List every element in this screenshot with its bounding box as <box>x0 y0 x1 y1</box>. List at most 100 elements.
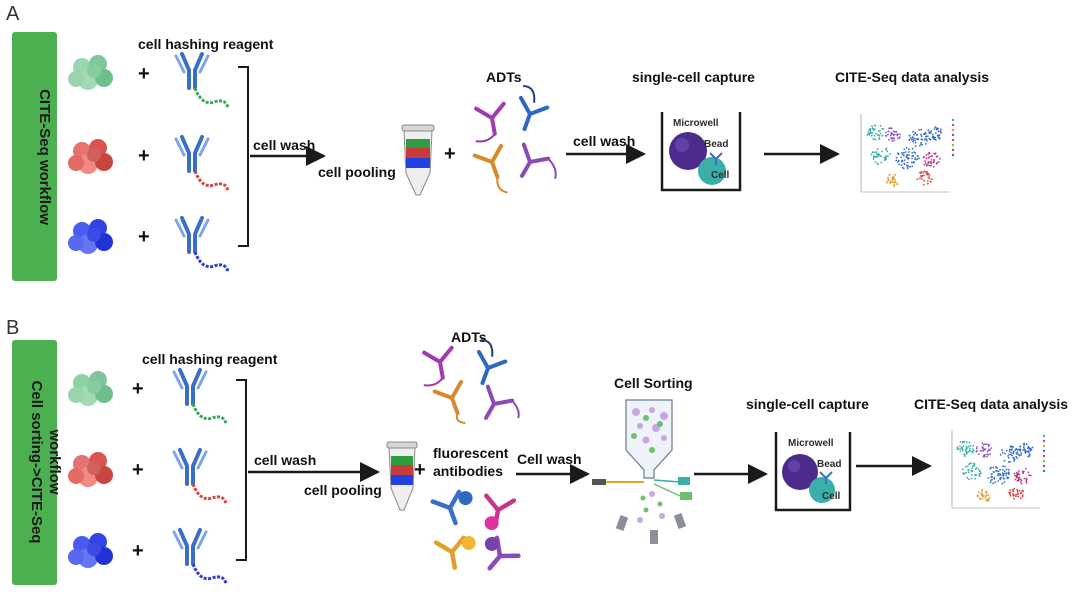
scatter-dot <box>879 124 882 127</box>
scatter-dot <box>980 472 982 475</box>
scatter-dot <box>895 130 898 133</box>
scatter-dot <box>925 154 928 156</box>
scatter-dot <box>986 450 989 453</box>
scatter-dot <box>921 174 923 177</box>
scatter-dot <box>919 177 921 180</box>
scatter-dot <box>1007 468 1010 471</box>
scatter-dot <box>887 133 889 136</box>
scatter-dot <box>921 143 924 146</box>
scatter-dot <box>892 133 894 136</box>
scatter-dot <box>1010 448 1013 451</box>
scatter-dot <box>961 448 964 451</box>
scatter-dot <box>923 155 925 158</box>
scatter-dot <box>896 133 899 136</box>
scatter-dot <box>961 446 963 449</box>
scatter-dot <box>912 139 915 141</box>
scatter-dot <box>1003 477 1005 480</box>
scatter-dot <box>871 151 874 154</box>
scatter-dot <box>1001 451 1004 454</box>
hashing-antibody-red-a <box>174 135 230 192</box>
scatter-dot <box>990 466 993 469</box>
panel-a-cell-pooling: cell pooling <box>318 164 396 180</box>
scatter-dot <box>913 133 915 136</box>
scatter-dot <box>976 446 978 448</box>
blue-cell-cluster-a <box>68 219 113 254</box>
scatter-dot <box>892 175 895 178</box>
scatter-dot <box>900 156 903 159</box>
panel-a-bracket <box>238 66 249 247</box>
scatter-dot <box>887 130 890 133</box>
scatter-dot <box>997 474 999 477</box>
scatter-dot <box>987 494 990 496</box>
scatter-dot <box>968 450 970 452</box>
legend-swatch <box>1042 469 1046 473</box>
scatter-dot <box>1025 481 1028 484</box>
hashing-antibody-red-b <box>172 448 228 505</box>
scatter-dot <box>923 179 926 182</box>
scatter-dot <box>973 463 976 466</box>
scatter-dot <box>991 478 993 481</box>
scatter-dot <box>925 135 927 138</box>
scatter-dot <box>1001 472 1004 475</box>
scatter-dot <box>887 155 889 157</box>
adt-cluster-a <box>472 84 557 194</box>
scatter-dot <box>999 474 1002 476</box>
scatter-dot <box>956 448 959 450</box>
scatter-dot <box>888 174 891 176</box>
scatter-dot <box>1002 474 1005 476</box>
scatter-dot <box>1013 458 1016 461</box>
scatter-dot <box>1008 450 1011 452</box>
scatter-dot <box>895 159 898 162</box>
scatter-dot <box>981 497 984 500</box>
plus-sign: + <box>138 226 150 248</box>
scatter-dot <box>919 172 922 175</box>
scatter-dot <box>920 170 923 173</box>
scatter-dot <box>1021 495 1024 498</box>
scatter-dot <box>938 137 941 140</box>
scatter-dot <box>871 125 873 127</box>
scatter-dot <box>987 445 990 448</box>
scatter-dot <box>887 176 889 179</box>
scatter-dot <box>925 171 927 173</box>
scatter-dot <box>1021 489 1024 492</box>
scatter-dot <box>903 162 906 165</box>
scatter-dot <box>1018 479 1020 482</box>
scatter-dot <box>911 157 913 160</box>
scatter-dot <box>925 164 928 167</box>
scatter-dot <box>1003 470 1006 472</box>
scatter-dot <box>1017 495 1020 498</box>
scatter-dot <box>999 468 1001 471</box>
plus-sign: + <box>132 378 144 400</box>
scatter-dot <box>967 445 970 448</box>
scatter-dot <box>1018 476 1021 479</box>
scatter-dot <box>985 443 988 445</box>
microwell-a: Microwell Bead Cell <box>660 112 742 192</box>
scatter-dot <box>908 154 910 157</box>
scatter-dot <box>927 129 930 132</box>
scatter-dot <box>872 158 875 160</box>
scatter-dot <box>931 136 934 139</box>
scatter-dot <box>930 164 932 167</box>
scatter-dot <box>1015 447 1018 450</box>
scatter-dot <box>982 448 985 450</box>
scatter-dot <box>934 138 937 141</box>
scatter-dot <box>887 178 890 181</box>
scatter-dot <box>981 493 984 496</box>
scatter-dot <box>1027 445 1030 448</box>
scatter-dot <box>908 148 910 151</box>
scatter-dot <box>937 136 940 139</box>
plus-sign: + <box>138 145 150 167</box>
scatter-dot <box>929 180 932 183</box>
scatter-dot <box>938 157 941 160</box>
scatter-dot <box>930 132 932 134</box>
scatter-dot <box>925 157 928 160</box>
scatter-dot <box>881 134 884 137</box>
scatter-dot <box>984 495 987 497</box>
scatter-dot <box>957 448 960 450</box>
scatter-dot <box>977 491 980 493</box>
scatter-dot <box>972 448 974 450</box>
scatter-dot <box>906 154 909 156</box>
scatter-dot <box>1013 457 1015 460</box>
scatter-dot <box>1009 494 1012 497</box>
scatter-dot <box>981 446 984 448</box>
